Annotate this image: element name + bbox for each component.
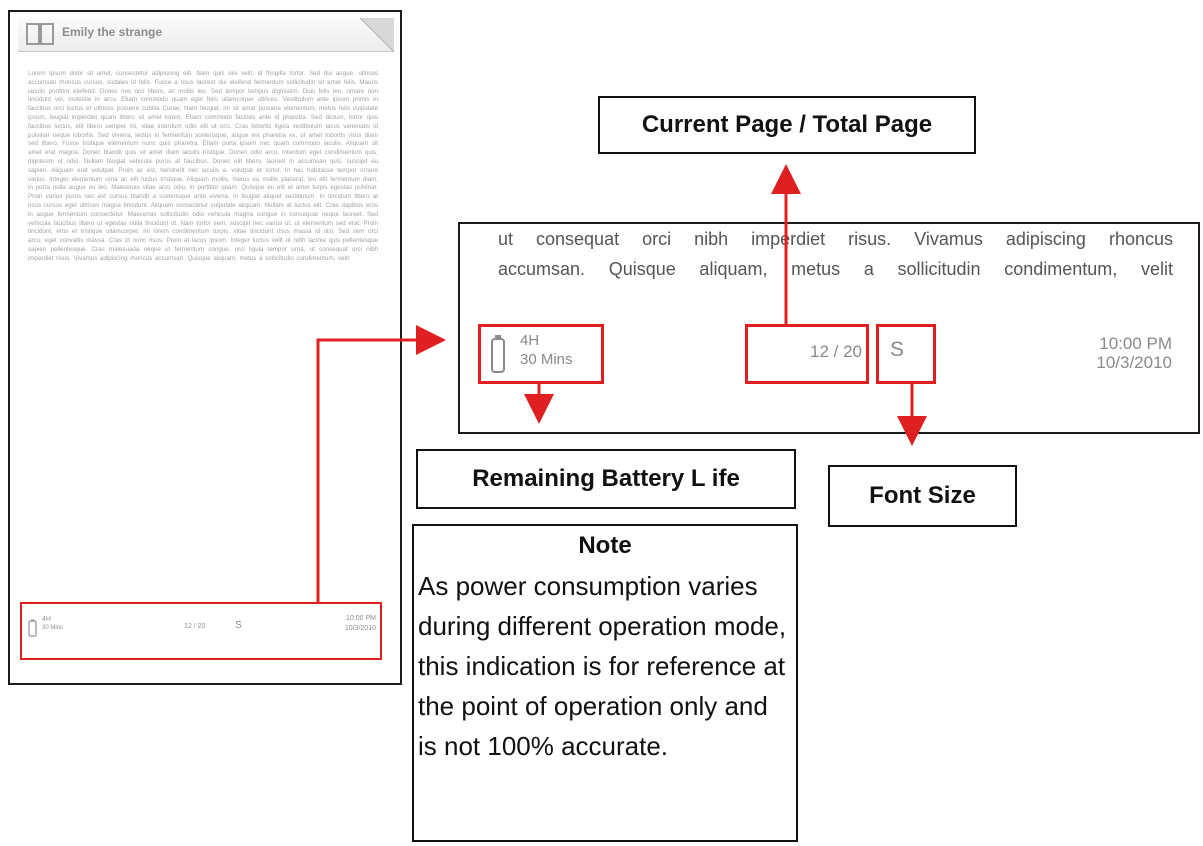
mini-page-indicator: 12 / 20 xyxy=(184,623,206,630)
font-size-indicator: S xyxy=(890,338,905,361)
font-size-highlight xyxy=(876,324,936,384)
note-title: Note xyxy=(578,532,632,559)
note-box xyxy=(412,524,798,842)
label-current-page: Current Page / Total Page xyxy=(598,96,976,154)
mini-font-size: S xyxy=(235,620,242,631)
clock-date: 10/3/2010 xyxy=(1096,353,1172,372)
label-font-size: Font Size xyxy=(828,465,1017,527)
zoom-text-line-2: accumsan. Quisque aliquam, metus a solli… xyxy=(498,259,1173,279)
book-title: Emily the strange xyxy=(62,25,163,39)
clock-time: 10:00 PM xyxy=(1099,334,1172,353)
battery-icon xyxy=(28,619,37,637)
page-indicator: 12 / 20 xyxy=(810,342,862,361)
device-status-highlight xyxy=(20,602,382,660)
mini-battery-hours: 4H xyxy=(42,616,51,623)
zoom-text-line-1: ut consequat orci nibh imperdiet risus. … xyxy=(498,229,1173,249)
battery-icon xyxy=(491,335,505,373)
mini-date: 10/3/2010 xyxy=(344,625,376,632)
battery-minutes: 30 Mins xyxy=(520,351,573,368)
note-body: As power consumption varies during diffe… xyxy=(418,571,787,761)
mini-battery-mins: 30 Mins xyxy=(42,625,64,631)
page-highlight xyxy=(745,324,869,384)
battery-highlight xyxy=(478,324,604,384)
zoomed-status-panel xyxy=(458,222,1200,434)
page-curl-icon xyxy=(360,18,394,52)
book-body-text: Lorem ipsum dolor sit amet, consectetur … xyxy=(28,70,378,262)
label-battery-life: Remaining Battery L ife xyxy=(416,449,796,509)
device-header xyxy=(18,18,393,52)
mini-time: 10:00 PM xyxy=(346,615,376,622)
battery-hours: 4H xyxy=(520,332,540,349)
book-icon xyxy=(26,23,54,45)
